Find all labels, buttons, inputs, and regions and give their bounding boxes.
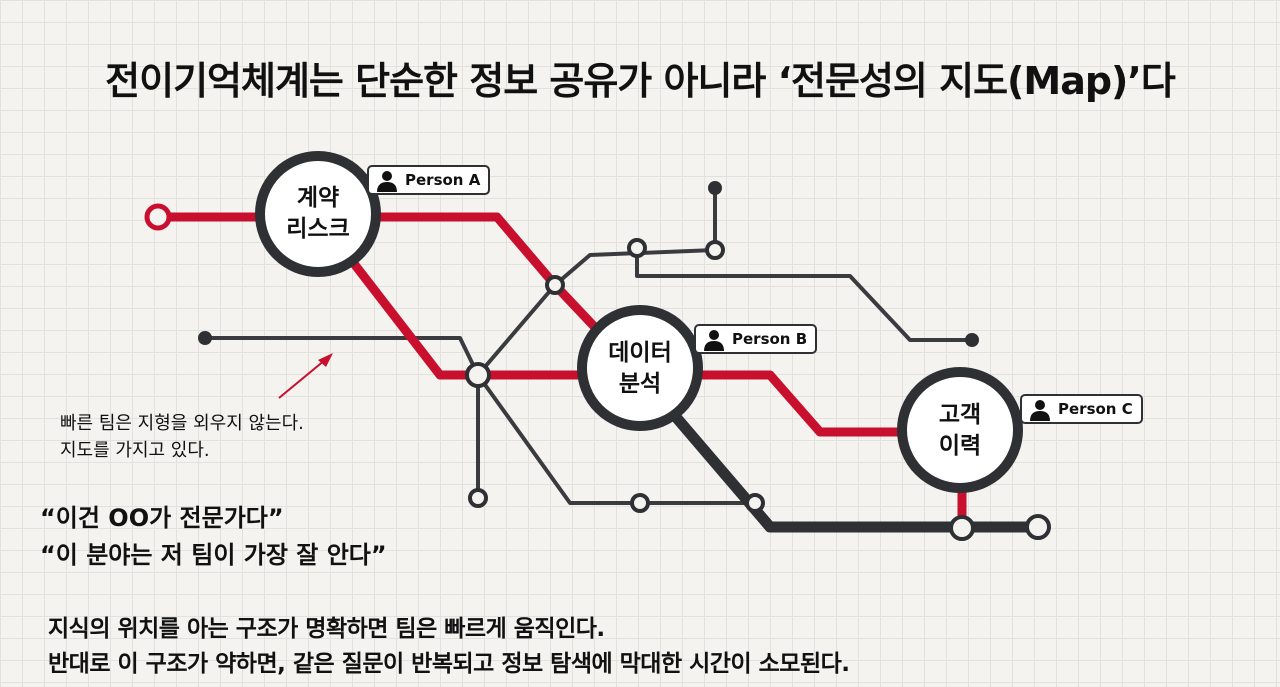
person-tag-c: Person C [1020, 394, 1143, 424]
station-data-analysis [577, 305, 703, 431]
gray-line-top [553, 248, 717, 287]
station-node [705, 240, 725, 260]
annotation-line: 지도를 가지고 있다. [60, 440, 210, 461]
dark-line [634, 369, 1044, 533]
station-node [465, 362, 491, 388]
station-node [630, 493, 650, 513]
person-name: Person A [405, 171, 481, 189]
station-node [545, 275, 565, 295]
quotes: “이건 OO가 전문가다” “이 분야는 저 팀이 가장 잘 안다” [40, 500, 387, 574]
station-node [468, 488, 488, 508]
person-icon [704, 330, 724, 351]
station-contract-risk [255, 151, 381, 277]
station-node [1025, 514, 1051, 540]
station-node [745, 493, 765, 513]
person-icon [377, 171, 397, 192]
gray-line-diag-up [476, 283, 557, 377]
station-customer-history [897, 367, 1023, 493]
summary-line: 지식의 위치를 아는 구조가 명확하면 팀은 빠르게 움직인다. [48, 616, 605, 642]
quote-line: “이 분야는 저 팀이 가장 잘 안다” [40, 541, 387, 569]
gray-line-diag-down [476, 373, 757, 505]
person-name: Person B [732, 330, 808, 348]
red-line-east [685, 370, 970, 437]
gray-line-top-long [635, 246, 974, 342]
red-line-branch [313, 212, 645, 380]
station-node [949, 515, 975, 541]
summary-line: 반대로 이 구조가 약하면, 같은 질문이 반복되고 정보 탐색에 막대한 시간… [48, 651, 850, 677]
person-tag-a: Person A [367, 165, 491, 195]
endpoint-dots [198, 181, 979, 347]
arrow-icon [278, 353, 333, 399]
station-node [627, 238, 647, 258]
annotation-line: 빠른 팀은 지형을 외우지 않는다. [60, 413, 304, 434]
small-stations [465, 238, 1051, 541]
annotation-note: 빠른 팀은 지형을 외우지 않는다. 지도를 가지고 있다. [60, 410, 304, 464]
person-tag-b: Person B [694, 324, 818, 354]
person-name: Person C [1058, 400, 1133, 418]
summary-text: 지식의 위치를 아는 구조가 명확하면 팀은 빠르게 움직인다. 반대로 이 구… [48, 612, 850, 682]
person-icon [1030, 400, 1050, 421]
quote-line: “이건 OO가 전문가다” [40, 504, 284, 532]
gray-line-left [203, 336, 480, 377]
red-terminal-node [144, 203, 172, 231]
page-title: 전이기억체계는 단순한 정보 공유가 아니라 ‘전문성의 지도(Map)’다 [105, 59, 1176, 103]
